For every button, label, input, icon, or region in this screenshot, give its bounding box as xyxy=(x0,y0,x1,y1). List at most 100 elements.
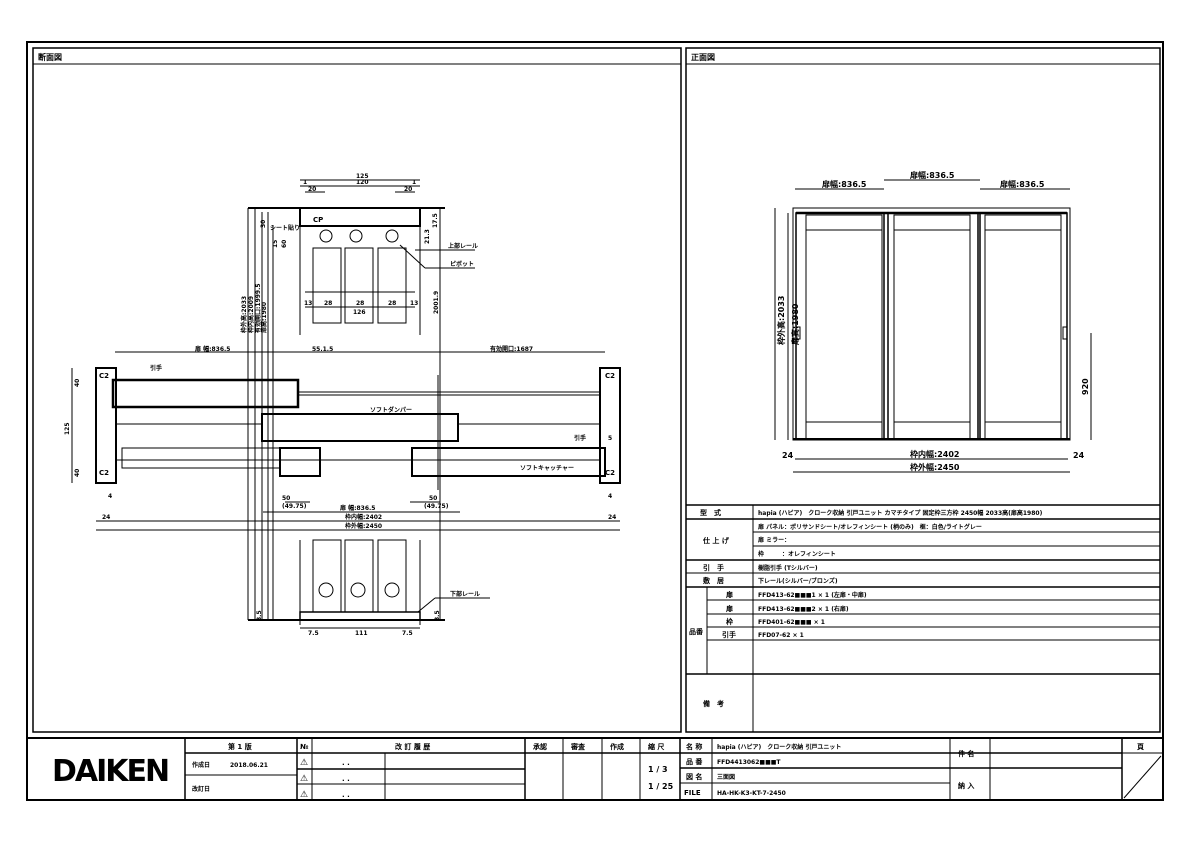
dim-1: 1 xyxy=(303,179,307,186)
label-c2: C2 xyxy=(99,469,109,477)
upper-rail-section: 125 120 20 20 1 1 28 28 28 13 13 126 CP … xyxy=(248,173,478,335)
dim-1: 1 xyxy=(412,179,416,186)
label-soft-catcher: ソフトキャッチャー xyxy=(520,465,574,472)
dim-40: 40 xyxy=(74,469,81,477)
lower-rail-section: 7.5 111 7.5 3.5 3.5 下部レール xyxy=(248,539,490,637)
spec-value-handle: 樹脂引手 (Tシルバー) xyxy=(758,564,818,572)
dim-inner-height: 枠内高:2009 xyxy=(247,296,255,333)
door-handle-icon xyxy=(1062,326,1068,340)
spec-sub-label: 枠 xyxy=(726,617,733,626)
label-sheet: シート貼り xyxy=(270,224,300,232)
label-c2: C2 xyxy=(99,372,109,380)
scale-value: 1 / 3 xyxy=(648,765,668,774)
dim-13: 13 xyxy=(304,300,312,307)
spec-sub-label: 扉 xyxy=(725,590,733,599)
revision-history-label: 改 訂 履 歴 xyxy=(395,742,430,751)
section-view-title: 断面図 xyxy=(38,52,62,62)
dim-126: 126 xyxy=(353,309,366,316)
dim-frame-height: 枠外高:2033 xyxy=(776,296,786,346)
dim-handle-height: 920 xyxy=(1081,378,1090,395)
file-label: FILE xyxy=(684,789,701,797)
dim-4: 4 xyxy=(608,493,612,500)
dim-7-5: 7.5 xyxy=(308,630,319,637)
dim-door-width-right: 扉幅:836.5 xyxy=(999,179,1045,189)
created-label: 作成日 xyxy=(192,761,210,769)
dim-20: 20 xyxy=(308,186,316,193)
dim-111: 111 xyxy=(355,630,368,637)
dim-60: 60 xyxy=(281,240,288,248)
dim-30: 30 xyxy=(260,220,267,228)
dim-side-24: 24 xyxy=(1073,451,1085,460)
delivery-label: 納 入 xyxy=(958,781,974,790)
revision-date: . . xyxy=(342,791,350,799)
dim-24: 24 xyxy=(102,514,110,521)
front-view-title: 正面図 xyxy=(691,53,715,62)
file-value: HA-HK-K3-KT-7-2450 xyxy=(717,790,786,797)
dim-15: 15 xyxy=(272,240,279,248)
label-pivot: ピボット xyxy=(450,260,474,268)
spec-part-value: FFD401-62■■■ × 1 xyxy=(758,619,825,626)
dim-40: 40 xyxy=(74,379,81,387)
drawing-name-value: 三面図 xyxy=(717,773,735,781)
drawing-name-label: 図 名 xyxy=(686,772,702,781)
make-label: 作成 xyxy=(610,742,624,751)
dim-outer-width: 枠外幅:2450 xyxy=(345,522,382,530)
dim-49-75: (49.75) xyxy=(424,503,449,510)
part-value: FFD4413062■■■T xyxy=(717,759,781,766)
spec-label-handle: 引 手 xyxy=(703,563,724,572)
dim-28: 28 xyxy=(388,300,396,307)
dim-3-5: 3.5 xyxy=(256,610,263,621)
dim-20: 20 xyxy=(404,186,412,193)
spec-sub-label: 引手 xyxy=(722,630,736,639)
revision-date: . . xyxy=(342,759,350,767)
dim-125: 125 xyxy=(64,422,71,435)
plan-section: 扉 幅:836.5 55.1.5 有効開口:1687 C2 C2 C2 C2 引… xyxy=(64,345,621,531)
subject-label: 件 名 xyxy=(958,749,974,758)
spec-sub-label: 扉 xyxy=(725,604,733,613)
spec-part-value: FFD413-62■■■2 × 1 (右扉) xyxy=(758,605,849,613)
dim-4: 4 xyxy=(108,493,112,500)
label-lower-rail: 下部レール xyxy=(450,590,480,598)
dim-50: 50 xyxy=(429,495,437,502)
dim-opening-height: 有効開口:1999.5 xyxy=(254,283,262,333)
dim-door-height: 扉高:1980 xyxy=(790,303,800,346)
part-label: 品 番 xyxy=(686,757,703,766)
dim-49-75: (49.75) xyxy=(282,503,307,510)
spec-part-value: FFD413-62■■■1 × 1 (左扉・中扉) xyxy=(758,591,867,599)
section-panel xyxy=(32,47,682,733)
spec-value-type: hapia (ハピア) クローク収納 引戸ユニット カマチタイプ 固定枠三方枠 … xyxy=(758,509,1043,517)
dim-door-width-middle: 扉幅:836.5 xyxy=(909,170,955,180)
revision-warning-icon: ⚠ xyxy=(300,774,308,784)
title-block: DAIKEN 第 1 版 作成日 2018.06.21 改訂日 № ⚠ ⚠ ⚠ … xyxy=(27,737,1163,800)
check-label: 審査 xyxy=(570,742,586,751)
daiken-logo: DAIKEN xyxy=(52,754,168,789)
front-panel xyxy=(685,47,1161,733)
scale-value: 1 / 25 xyxy=(648,782,674,791)
revision-no-label: № xyxy=(300,743,309,751)
spec-label-finish: 仕 上 げ xyxy=(702,536,730,545)
dim-inner-width: 枠内幅:2402 xyxy=(345,513,382,521)
dim-21-3: 21.3 xyxy=(424,229,431,244)
dim-door-width-left: 扉幅:836.5 xyxy=(821,179,867,189)
spec-value-finish-panel: 扉 パネル：ポリサンドシート/オレフィンシート (柄のみ) 框：白色/ライトグレ… xyxy=(757,523,982,531)
created-date: 2018.06.21 xyxy=(230,762,268,769)
spec-table: 型 式 hapia (ハピア) クローク収納 引戸ユニット カマチタイプ 固定枠… xyxy=(686,504,1160,732)
scale-label: 縮 尺 xyxy=(648,742,664,751)
label-stopper: 引手 xyxy=(574,434,586,442)
dim-door-width: 扉 幅:836.5 xyxy=(339,504,375,512)
spec-label-sill: 敷 居 xyxy=(703,576,724,585)
dim-24: 24 xyxy=(608,514,616,521)
dim-28: 28 xyxy=(324,300,332,307)
revision-date: . . xyxy=(342,775,350,783)
label-c2: C2 xyxy=(605,372,615,380)
spec-value-finish-mirror: 扉 ミラー： xyxy=(757,536,790,544)
label-soft-damper: ソフトダンパー xyxy=(370,406,412,414)
dim-side-24: 24 xyxy=(782,451,794,460)
dim-frame-height: 枠外高:2033 xyxy=(240,296,248,333)
dim-door-width: 扉 幅:836.5 xyxy=(194,345,230,353)
dim-overlap: 55.1.5 xyxy=(312,346,333,353)
spec-part-value: FFD07-62 × 1 xyxy=(758,632,804,639)
name-value: hapia (ハピア) クローク収納 引戸ユニット xyxy=(717,743,841,751)
